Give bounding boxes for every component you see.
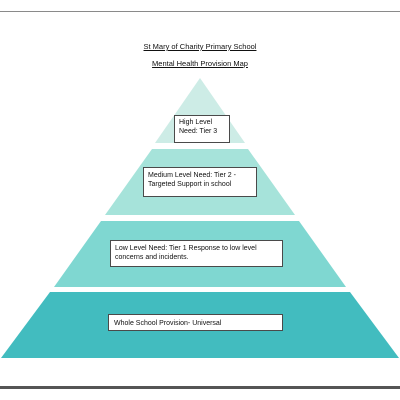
tier-3-label-box: Low Level Need: Tier 1 Response to low l… <box>110 240 283 267</box>
tier-1-label: High Level Need: Tier 3 <box>179 119 218 136</box>
tier-3-label: Low Level Need: Tier 1 Response to low l… <box>115 245 257 262</box>
tier-4-label-box: Whole School Provision- Universal <box>108 314 283 331</box>
tier-2-label-box: Medium Level Need: Tier 2 - Targeted Sup… <box>143 167 257 197</box>
frame-top-line <box>0 11 400 12</box>
school-name: St Mary of Charity Primary School <box>143 42 257 51</box>
frame-bottom-line <box>0 386 400 389</box>
tier-2-label: Medium Level Need: Tier 2 - Targeted Sup… <box>148 172 236 189</box>
tier-4-label: Whole School Provision- Universal <box>114 320 222 327</box>
tier-1-label-box: High Level Need: Tier 3 <box>174 115 230 143</box>
map-title: Mental Health Provision Map <box>152 59 248 68</box>
